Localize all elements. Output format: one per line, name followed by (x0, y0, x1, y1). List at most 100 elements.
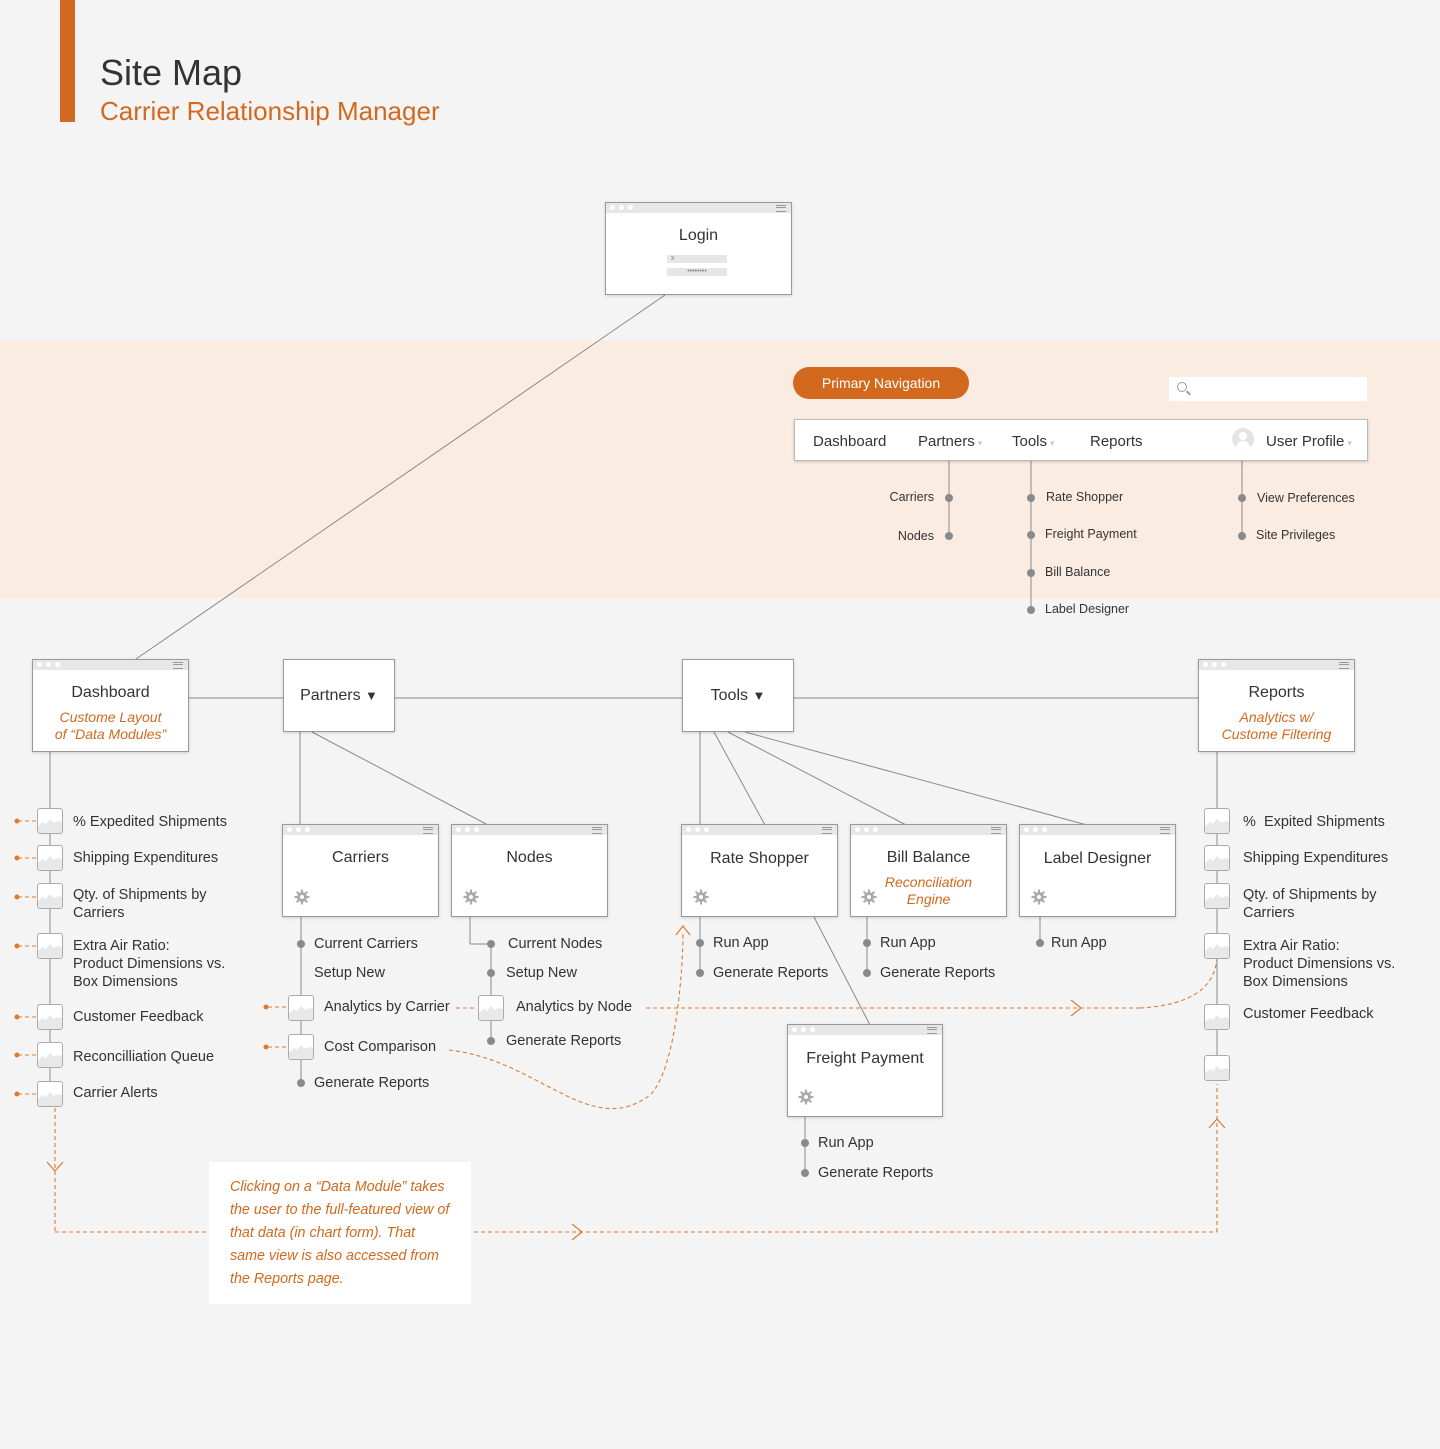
data-module-chart-icon[interactable] (37, 933, 63, 959)
rate-shopper-generate-reports[interactable]: Generate Reports (713, 965, 829, 981)
dashboard-module-label[interactable]: Customer Feedback (73, 1009, 204, 1025)
rate-shopper-title: Rate Shopper (710, 850, 809, 867)
carriers-title: Carriers (332, 849, 389, 866)
dashboard-module-label[interactable]: Reconcilliation Queue (73, 1049, 215, 1065)
rate-shopper-page-card[interactable]: Rate Shopper (681, 824, 838, 917)
rate-shopper-run-app[interactable]: Run App (713, 935, 769, 951)
carriers-page-card[interactable]: Carriers (282, 824, 439, 917)
data-module-chart-icon[interactable] (288, 1034, 314, 1060)
chevron-down-icon: ▾ (977, 438, 983, 448)
profile-sub-view-preferences[interactable]: View Preferences (1257, 491, 1355, 505)
nav-user-profile[interactable]: User Profile▾ (1266, 433, 1352, 450)
data-module-chart-icon[interactable] (37, 1042, 63, 1068)
gear-icon (693, 889, 709, 905)
freight-payment-run-app[interactable]: Run App (818, 1135, 874, 1151)
profile-sub-site-privileges[interactable]: Site Privileges (1256, 528, 1336, 542)
data-module-chart-icon[interactable] (37, 1081, 63, 1107)
menu-icon (1339, 662, 1349, 669)
partners-sub-nodes[interactable]: Nodes (897, 529, 934, 543)
label-designer-title: Label Designer (1043, 850, 1152, 867)
data-module-chart-icon[interactable] (37, 845, 63, 871)
menu-icon (822, 827, 832, 834)
data-module-chart-icon[interactable] (37, 1004, 63, 1030)
nodes-current-nodes[interactable]: Current Nodes (508, 936, 603, 952)
carriers-cost-comparison[interactable]: Cost Comparison (324, 1039, 437, 1055)
reports-module-label[interactable]: Extra Air Ratio: Product Dimensions vs. … (1243, 938, 1396, 990)
data-module-chart-icon[interactable] (1204, 1004, 1230, 1030)
data-module-chart-icon[interactable] (1204, 1055, 1230, 1081)
bill-balance-run-app[interactable]: Run App (880, 935, 936, 951)
dashboard-module-label[interactable]: Shipping Expenditures (73, 850, 219, 866)
freight-payment-generate-reports[interactable]: Generate Reports (818, 1165, 934, 1181)
bill-balance-page-card[interactable]: Bill Balance Reconciliation Engine (850, 824, 1007, 917)
tools-menu-box[interactable]: Tools ▼ (682, 659, 794, 732)
data-module-chart-icon[interactable] (37, 808, 63, 834)
reports-module-label[interactable]: % Expited Shipments (1243, 814, 1385, 830)
nav-user-profile-label: User Profile (1266, 433, 1345, 450)
freight-payment-page-card[interactable]: Freight Payment (787, 1024, 943, 1117)
dashboard-title: Dashboard (71, 684, 150, 701)
carriers-analytics-by-carrier[interactable]: Analytics by Carrier (324, 999, 450, 1015)
avatar-icon[interactable] (1232, 428, 1254, 450)
page-subtitle: Carrier Relationship Manager (100, 96, 440, 126)
search-icon (1177, 382, 1187, 392)
nav-partners[interactable]: Partners▾ (918, 433, 982, 450)
partners-sub-carriers[interactable]: Carriers (889, 490, 934, 504)
data-module-chart-icon[interactable] (1204, 845, 1230, 871)
reports-subtitle-2: Custome Filtering (1221, 726, 1332, 742)
data-module-chart-icon[interactable] (1204, 883, 1230, 909)
data-module-chart-icon[interactable] (1204, 933, 1230, 959)
nodes-generate-reports[interactable]: Generate Reports (506, 1033, 622, 1049)
data-module-chart-icon[interactable] (1204, 808, 1230, 834)
label-designer-run-app[interactable]: Run App (1051, 935, 1107, 951)
menu-icon (1160, 827, 1170, 834)
dashboard-module-label[interactable]: Qty. of Shipments by Carriers (73, 887, 207, 921)
nodes-setup-new[interactable]: Setup New (506, 965, 577, 981)
title-accent-bar (60, 0, 75, 122)
carriers-setup-new[interactable]: Setup New (314, 965, 385, 981)
data-module-chart-icon[interactable] (37, 883, 63, 909)
nav-tools[interactable]: Tools▾ (1012, 433, 1055, 450)
carriers-generate-reports[interactable]: Generate Reports (314, 1075, 430, 1091)
nav-partners-label: Partners (918, 433, 975, 450)
gear-icon (861, 889, 877, 905)
dashboard-page-card[interactable]: Dashboard Custome Layout of “Data Module… (32, 659, 189, 752)
dashboard-module-label[interactable]: Carrier Alerts (73, 1085, 158, 1101)
carriers-current-carriers[interactable]: Current Carriers (314, 936, 418, 952)
password-field[interactable]: •••••••• (667, 268, 727, 276)
bill-balance-title: Bill Balance (886, 849, 971, 866)
gear-icon (463, 889, 479, 905)
reports-module-label[interactable]: Shipping Expenditures (1243, 850, 1389, 866)
tools-sub-bill-balance[interactable]: Bill Balance (1045, 565, 1111, 579)
data-module-chart-icon[interactable] (478, 995, 504, 1021)
dashboard-subtitle-2: of “Data Modules” (54, 726, 167, 742)
data-module-chart-icon[interactable] (288, 995, 314, 1021)
tools-sub-label-designer[interactable]: Label Designer (1045, 602, 1130, 616)
nodes-page-card[interactable]: Nodes (451, 824, 608, 917)
dashboard-module-label[interactable]: Extra Air Ratio: Product Dimensions vs. … (73, 938, 226, 990)
partners-menu-box[interactable]: Partners ▼ (283, 659, 395, 732)
primary-navigation-badge: Primary Navigation (793, 367, 969, 399)
reports-module-label[interactable]: Qty. of Shipments by Carriers (1243, 887, 1377, 921)
dashboard-module-label[interactable]: % Expedited Shipments (73, 814, 227, 830)
search-input[interactable] (1169, 377, 1367, 401)
menu-icon (991, 827, 1001, 834)
chevron-down-icon: ▾ (1347, 438, 1352, 448)
nav-dashboard[interactable]: Dashboard (813, 433, 887, 450)
login-page-card[interactable]: Login x •••••••• (605, 202, 792, 295)
window-chrome (606, 203, 791, 213)
reports-module-label[interactable]: Customer Feedback (1243, 1006, 1374, 1022)
login-title: Login (678, 227, 719, 244)
username-field[interactable]: x (667, 255, 727, 263)
label-designer-page-card[interactable]: Label Designer (1019, 824, 1176, 917)
caret-down-icon: ▼ (365, 688, 378, 703)
tools-sub-freight-payment[interactable]: Freight Payment (1045, 527, 1137, 541)
nav-reports[interactable]: Reports (1090, 433, 1143, 450)
tools-sub-rate-shopper[interactable]: Rate Shopper (1046, 490, 1124, 504)
bill-balance-generate-reports[interactable]: Generate Reports (880, 965, 996, 981)
freight-payment-title: Freight Payment (806, 1050, 924, 1067)
reports-page-card[interactable]: Reports Analytics w/ Custome Filtering (1198, 659, 1355, 752)
nodes-analytics-by-node[interactable]: Analytics by Node (516, 999, 633, 1015)
nav-tools-label: Tools (1012, 433, 1048, 450)
